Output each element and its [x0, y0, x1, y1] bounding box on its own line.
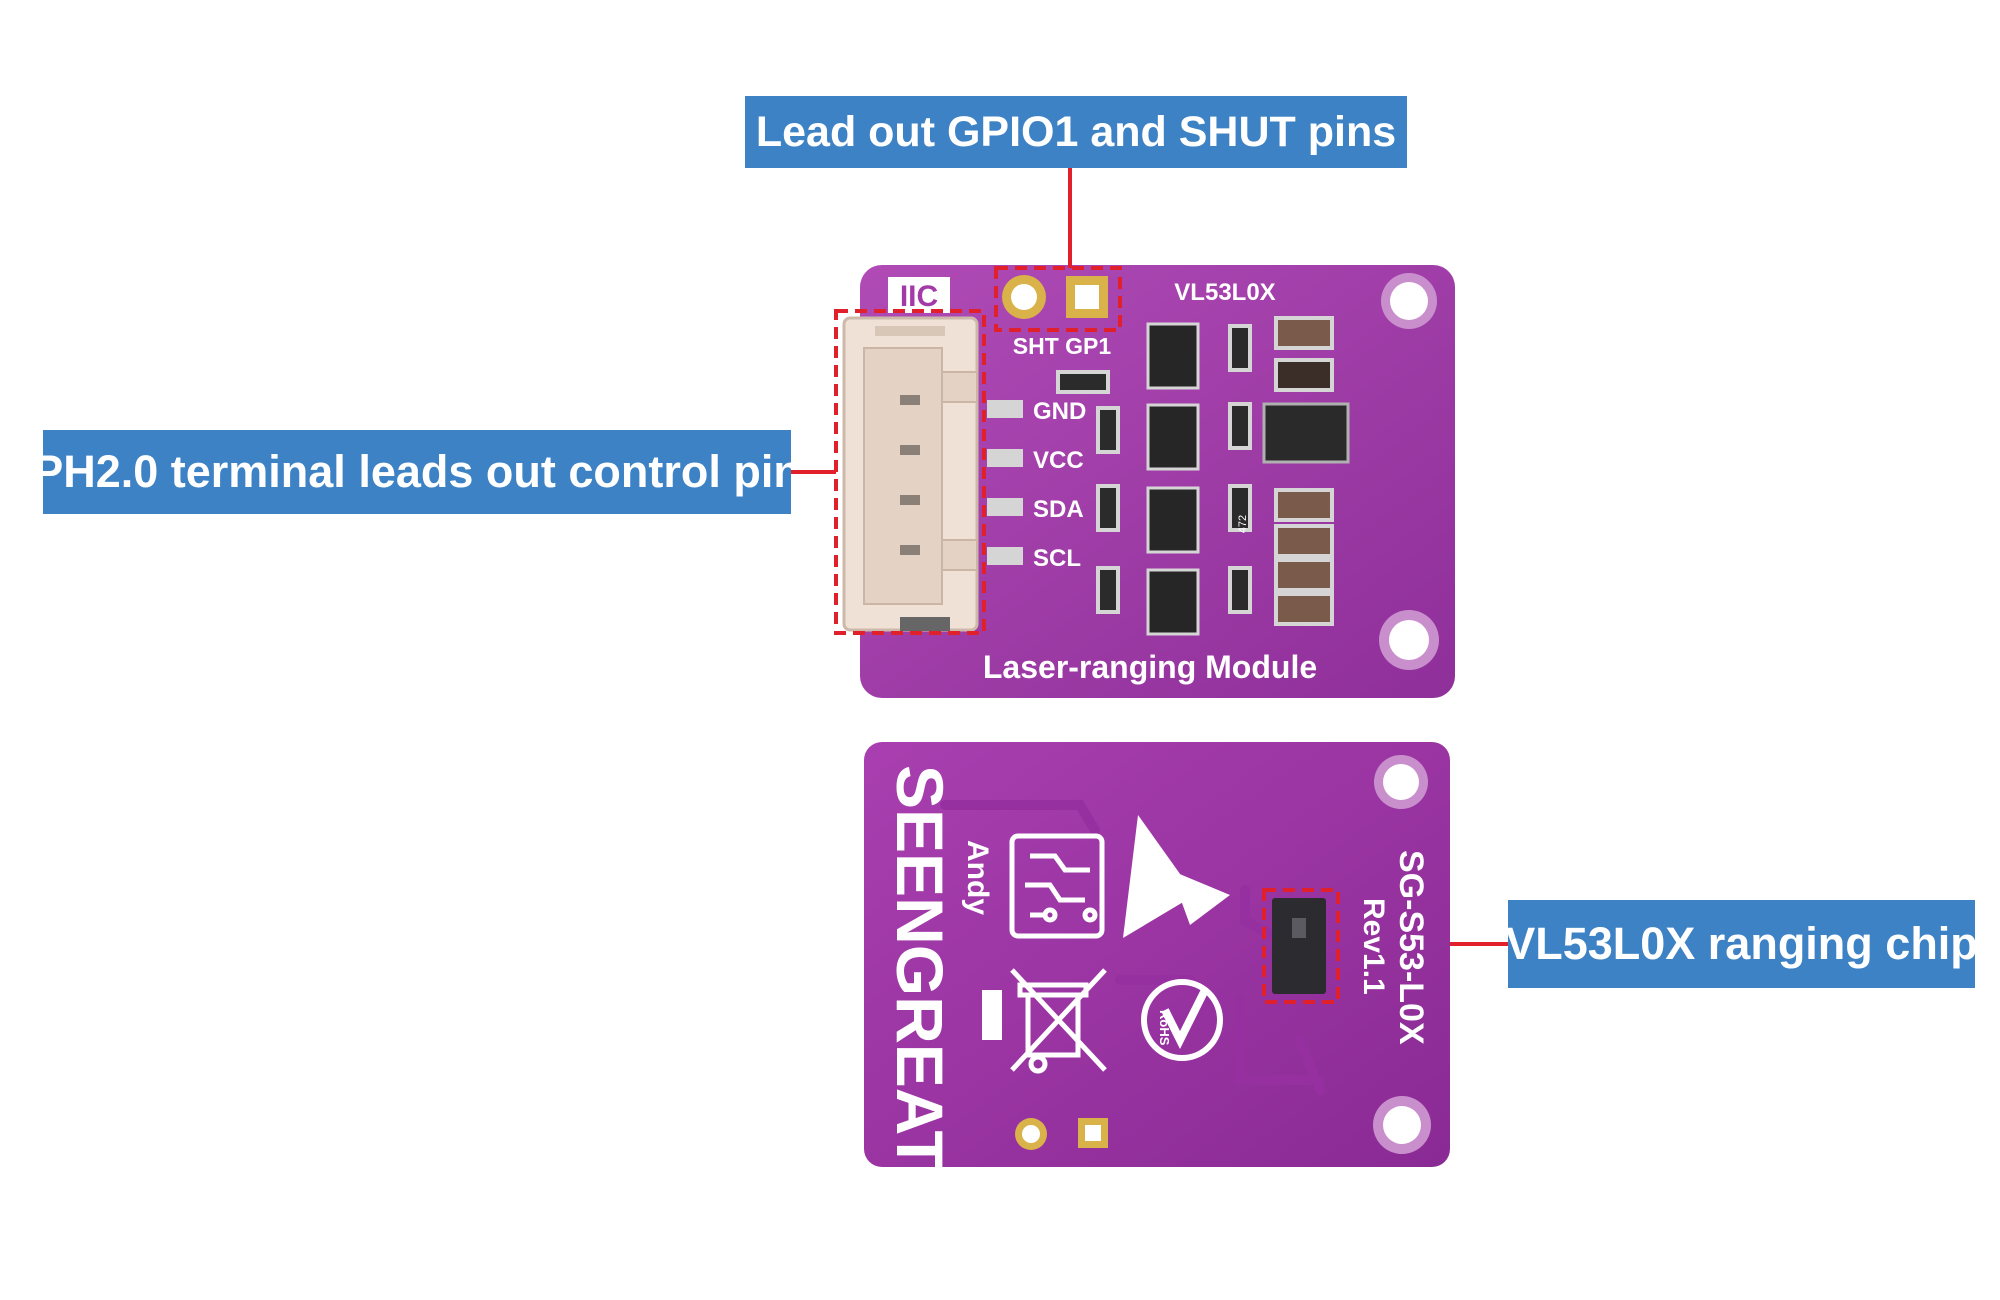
- front-board: IIC VL53L0X SHT GP1: [834, 265, 1455, 698]
- chip-window: [1292, 918, 1306, 938]
- designer-label: Andy: [961, 840, 994, 915]
- weee-crossed-bin-icon: [1010, 968, 1107, 1074]
- revision-label: Rev1.1: [1357, 898, 1390, 995]
- through-hole-pads: [1015, 1118, 1108, 1150]
- pin-label-sda: SDA: [1033, 496, 1084, 523]
- mounting-hole-icon: [1379, 610, 1439, 670]
- weee-bar: [982, 990, 1002, 1040]
- shut-gpio1-pads: [1002, 275, 1108, 319]
- resistor-code: 472: [1237, 515, 1249, 533]
- mounting-hole-icon: [1381, 273, 1437, 329]
- model-label: SG-S53-L0X: [1392, 850, 1430, 1045]
- rohs-check-icon: [1141, 979, 1223, 1061]
- pin-pads: [987, 400, 1023, 565]
- voltage-regulator: [1262, 402, 1350, 464]
- capacitor-array: [1274, 316, 1334, 626]
- pin-label-vcc: VCC: [1033, 447, 1084, 474]
- resistor-array: [1056, 324, 1252, 614]
- chip-name-label: VL53L0X: [1174, 279, 1275, 306]
- callout-ph20-terminal: PH2.0 terminal leads out control pin: [33, 430, 801, 514]
- rohs-label: RoHS: [1157, 1010, 1172, 1046]
- back-board: SEENGREAT Andy RoH: [864, 742, 1450, 1171]
- iic-label-box: [888, 277, 950, 313]
- module-name-label: Laser-ranging Module: [983, 649, 1317, 685]
- esd-warning-icon: [1123, 815, 1230, 938]
- iic-label: IIC: [900, 280, 938, 313]
- pin-label-scl: SCL: [1033, 545, 1081, 572]
- highlight-gpio-shut: [994, 266, 1122, 332]
- brand-logo: SEENGREAT: [883, 765, 957, 1171]
- mounting-hole-icon: [1374, 755, 1428, 809]
- pcb-chip-icon: [1009, 833, 1105, 939]
- pin-header-labels: SHT GP1: [1013, 333, 1112, 359]
- mounting-hole-icon: [1373, 1096, 1431, 1154]
- mosfet-array: [1146, 322, 1200, 636]
- callout-ranging-chip: VL53L0X ranging chip: [1505, 900, 1978, 988]
- vl53l0x-chip: [1272, 898, 1326, 994]
- callout-gpio-shut-pins: Lead out GPIO1 and SHUT pins: [745, 96, 1407, 168]
- ph20-connector: [842, 316, 979, 632]
- pin-label-gnd: GND: [1033, 398, 1086, 425]
- highlight-ranging-chip: [1262, 888, 1340, 1004]
